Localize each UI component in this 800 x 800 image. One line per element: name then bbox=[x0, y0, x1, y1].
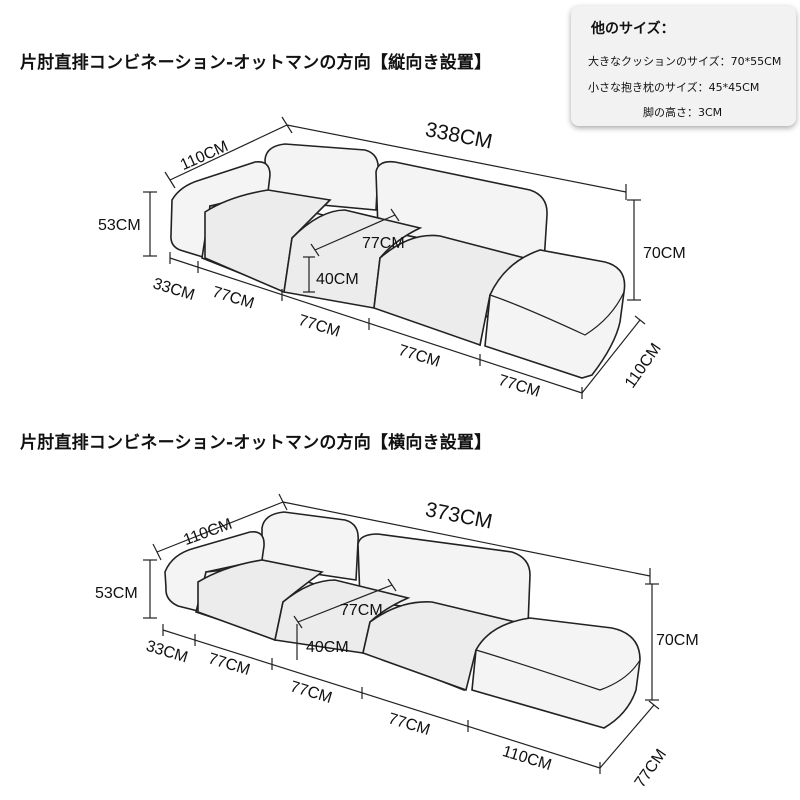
label-ottoman-depth: 110CM bbox=[622, 340, 665, 391]
small-pillow-size: 小さな抱き枕のサイズ：45*45CM bbox=[588, 81, 760, 94]
label-total-length: 373CM bbox=[423, 498, 494, 533]
dimensions-horizontal bbox=[143, 493, 660, 774]
label-depth: 110CM bbox=[178, 138, 231, 174]
label-seat-width-2: 77CM bbox=[296, 312, 342, 341]
label-ottoman-width: 110CM bbox=[500, 743, 553, 774]
ottoman bbox=[484, 249, 626, 379]
label-ottoman-depth: 77CM bbox=[632, 746, 670, 791]
label-arm-height: 53CM bbox=[95, 585, 138, 602]
sofa-illustration-vertical bbox=[170, 143, 626, 379]
section-title-vertical: 片肘直排コンビネーション-オットマンの方向【縦向き設置】 bbox=[20, 53, 492, 73]
other-sizes-header: 他のサイズ： bbox=[591, 21, 675, 37]
label-seat-width-1: 77CM bbox=[210, 284, 256, 313]
label-total-length: 338CM bbox=[423, 118, 494, 153]
other-sizes-card: 他のサイズ： 大きなクッションのサイズ：70*55CM 小さな抱き枕のサイズ：4… bbox=[571, 6, 796, 126]
label-back-height: 70CM bbox=[643, 245, 686, 262]
label-seat-width-2: 77CM bbox=[288, 678, 334, 707]
label-seat-width-1: 77CM bbox=[206, 650, 252, 679]
label-seat-height: 40CM bbox=[316, 271, 359, 288]
armrest bbox=[170, 160, 271, 260]
armrest bbox=[164, 530, 265, 614]
label-arm-width: 33CM bbox=[151, 275, 197, 304]
ottoman bbox=[471, 617, 641, 729]
section-title-horizontal: 片肘直排コンビネーション-オットマンの方向【横向き設置】 bbox=[20, 433, 492, 453]
label-seat-depth: 77CM bbox=[362, 235, 405, 252]
backrest-right bbox=[357, 533, 531, 626]
label-seat-width-3: 77CM bbox=[386, 710, 432, 739]
label-arm-width: 33CM bbox=[144, 638, 190, 667]
sofa-illustration-horizontal bbox=[164, 511, 641, 729]
label-arm-height: 53CM bbox=[98, 217, 141, 234]
large-cushion-size: 大きなクッションのサイズ：70*55CM bbox=[588, 55, 782, 68]
label-seat-height: 40CM bbox=[306, 639, 349, 656]
label-back-height: 70CM bbox=[656, 632, 699, 649]
leg-height: 脚の高さ：3CM bbox=[643, 106, 723, 119]
label-seat-depth: 77CM bbox=[340, 602, 383, 619]
label-seat-width-3: 77CM bbox=[396, 342, 442, 371]
dimensions-vertical bbox=[143, 116, 646, 399]
label-ottoman-width: 77CM bbox=[496, 372, 542, 401]
